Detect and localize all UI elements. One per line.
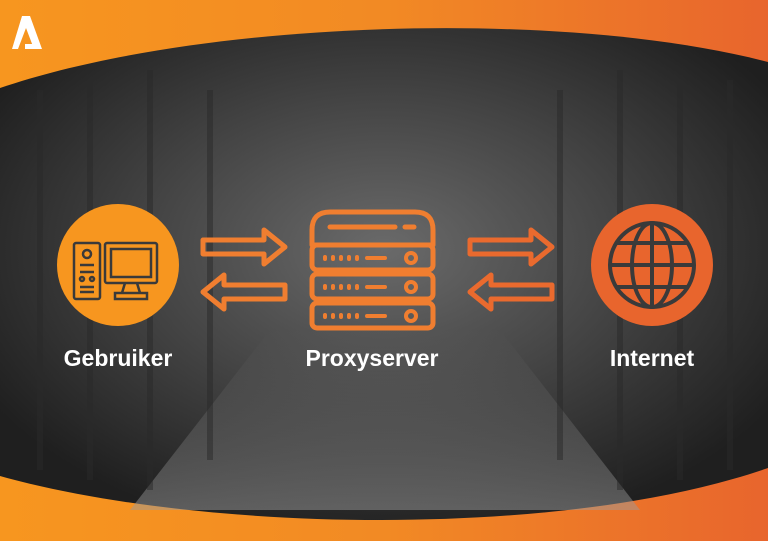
arrow-left-to-proxy (467, 272, 555, 312)
user-label: Gebruiker (63, 345, 173, 371)
proxy-label: Proxyserver (305, 345, 439, 371)
arrow-right-to-proxy (200, 227, 288, 267)
logo-a-icon (12, 16, 42, 49)
corridor-floor (130, 330, 640, 510)
server-rack-icon (309, 209, 436, 331)
desktop-computer-icon (57, 204, 179, 326)
arrow-right-to-internet (467, 227, 555, 267)
internet-label: Internet (609, 345, 695, 371)
globe-icon (591, 204, 713, 326)
arrow-left-to-user (200, 272, 288, 312)
